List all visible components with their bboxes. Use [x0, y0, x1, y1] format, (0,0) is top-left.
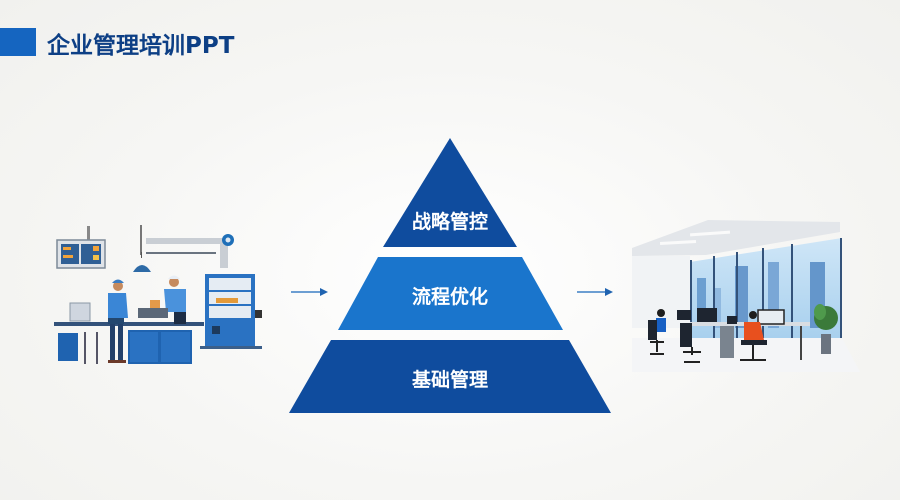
slide-title: 企业管理培训PPT — [47, 33, 235, 59]
pyramid-diagram: 战略管控 流程优化 基础管理 — [289, 138, 611, 413]
arrow-right-icon — [291, 288, 328, 296]
plant-icon — [814, 304, 838, 354]
machine-icon — [200, 274, 262, 349]
title-accent-bar — [0, 28, 36, 56]
pyramid-level-label: 基础管理 — [411, 368, 488, 391]
pyramid-level-label: 流程优化 — [412, 285, 488, 308]
arrow-right-icon — [577, 288, 613, 296]
pyramid-level-bottom: 基础管理 — [289, 340, 611, 413]
modern-office-illustration — [632, 220, 860, 372]
office-worker-icon — [740, 311, 767, 361]
pyramid-level-middle: 流程优化 — [338, 257, 563, 330]
worker-icon — [108, 279, 128, 363]
pendant-lamp-icon — [133, 252, 151, 272]
window-icon — [690, 238, 842, 338]
control-panel-icon — [56, 226, 106, 269]
factory-workers-illustration — [54, 225, 262, 364]
pyramid-level-top: 战略管控 — [383, 138, 517, 247]
worker-icon — [164, 275, 186, 324]
pyramid-level-label: 战略管控 — [412, 210, 488, 233]
office-worker-icon — [648, 309, 666, 355]
